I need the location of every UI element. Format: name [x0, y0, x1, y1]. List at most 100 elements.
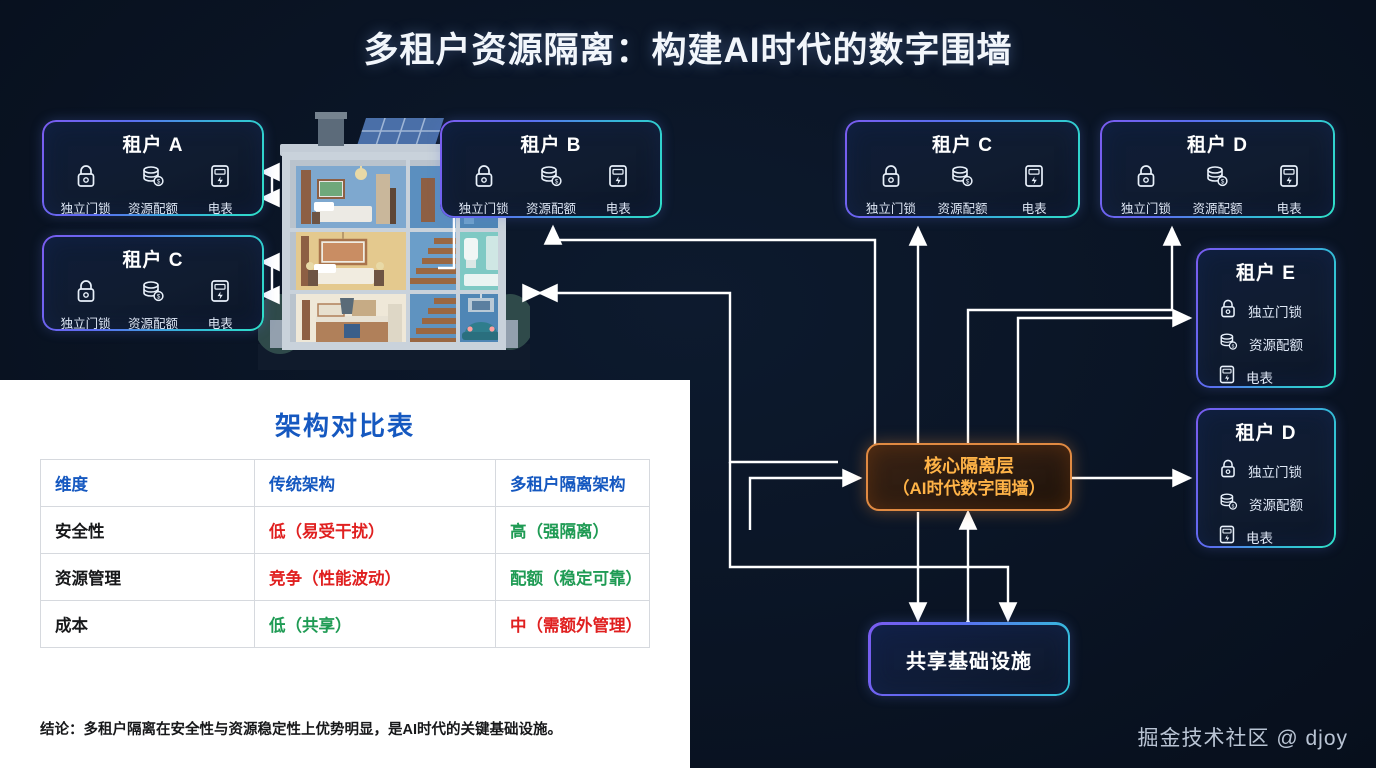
- tenant-card-e[interactable]: 租户 E 独立门锁 $ 资源配额 电表: [1196, 248, 1336, 388]
- tenant-name: 租户 E: [1236, 263, 1296, 284]
- tenant-card-d-bottom[interactable]: 租户 D 独立门锁 $ 资源配额 电表: [1196, 408, 1336, 548]
- tenant-card-b[interactable]: 租户 B 独立门锁 $ 资源配额 电表: [440, 120, 662, 218]
- tenant-card-d-top[interactable]: 租户 D 独立门锁 $ 资源配额 电表: [1100, 120, 1335, 218]
- cell-isolated: 配额（稳定可靠）: [495, 553, 650, 601]
- table-row: 成本 低（共享） 中（需额外管理）: [40, 600, 650, 648]
- feature-lock: 独立门锁: [1218, 458, 1336, 484]
- column-header-isolated: 多租户隔离架构: [495, 459, 650, 507]
- column-header-dimension: 维度: [40, 459, 255, 507]
- feature-label: 电表: [1246, 531, 1273, 546]
- feature-row: 独立门锁 $ 资源配额 电表: [845, 157, 1080, 217]
- svg-text:$: $: [157, 295, 161, 301]
- cell-isolated: 中（需额外管理）: [495, 600, 650, 648]
- feature-row: 独立门锁 $ 资源配额 电表: [1100, 157, 1335, 217]
- table-header-row: 维度 传统架构 多租户隔离架构: [40, 459, 650, 507]
- feature-quota: $ 资源配额: [121, 278, 185, 332]
- feature-quota: $ 资源配额: [930, 163, 994, 217]
- lock-icon: [1218, 458, 1238, 484]
- feature-label: 电表: [605, 202, 631, 216]
- tenant-name: 租户 C: [122, 250, 184, 271]
- feature-label: 电表: [207, 202, 233, 216]
- database-quota-icon: $: [1218, 331, 1239, 357]
- feature-row: 独立门锁 $ 资源配额 电表: [440, 157, 662, 217]
- electric-meter-icon: [209, 163, 231, 194]
- feature-label: 独立门锁: [1120, 202, 1171, 216]
- lock-icon: [74, 163, 98, 194]
- feature-lock: 独立门锁: [54, 163, 118, 217]
- feature-lock: 独立门锁: [1218, 298, 1336, 324]
- architecture-comparison-table: 维度 传统架构 多租户隔离架构 安全性 低（易受干扰） 高（强隔离） 资源管理 …: [40, 459, 650, 648]
- comparison-panel: 架构对比表 维度 传统架构 多租户隔离架构 安全性 低（易受干扰） 高（强隔离）…: [0, 380, 690, 768]
- database-quota-icon: $: [1204, 163, 1230, 194]
- svg-text:$: $: [1232, 504, 1235, 510]
- electric-meter-icon: [1218, 364, 1236, 390]
- column-header-traditional: 传统架构: [254, 459, 496, 507]
- svg-text:$: $: [966, 180, 970, 186]
- feature-quota: $ 资源配额: [519, 163, 583, 217]
- feature-label: 资源配额: [1192, 202, 1243, 216]
- feature-meter: 电表: [1002, 163, 1066, 217]
- feature-label: 资源配额: [127, 202, 178, 216]
- feature-quota: $ 资源配额: [1185, 163, 1249, 217]
- feature-label: 独立门锁: [1248, 465, 1302, 480]
- feature-label: 电表: [1276, 202, 1302, 216]
- cell-traditional: 低（共享）: [254, 600, 496, 648]
- feature-label: 独立门锁: [60, 202, 111, 216]
- feature-lock: 独立门锁: [452, 163, 516, 217]
- feature-row: 独立门锁 $ 资源配额 电表: [42, 272, 264, 332]
- feature-column: 独立门锁 $ 资源配额 电表: [1196, 285, 1336, 390]
- conclusion-text: 结论：多租户隔离在安全性与资源稳定性上优势明显，是AI时代的关键基础设施。: [40, 722, 562, 738]
- cell-traditional: 竞争（性能波动）: [254, 553, 496, 601]
- feature-label: 独立门锁: [1248, 305, 1302, 320]
- cell-dimension: 成本: [40, 600, 255, 648]
- feature-label: 资源配额: [1249, 498, 1303, 513]
- shared-infrastructure-node[interactable]: 共享基础设施: [868, 622, 1070, 696]
- cell-dimension: 资源管理: [40, 553, 255, 601]
- database-quota-icon: $: [140, 278, 166, 309]
- tenant-name: 租户 D: [1186, 135, 1248, 156]
- tenant-name: 租户 D: [1235, 423, 1297, 444]
- core-line-1: 核心隔离层: [924, 456, 1014, 477]
- feature-quota: $ 资源配额: [121, 163, 185, 217]
- feature-meter: 电表: [188, 278, 252, 332]
- tenant-card-a[interactable]: 租户 A 独立门锁 $ 资源配额 电表: [42, 120, 264, 216]
- tenant-card-c-right[interactable]: 租户 C 独立门锁 $ 资源配额 电表: [845, 120, 1080, 218]
- svg-text:$: $: [157, 180, 161, 186]
- feature-label: 资源配额: [1249, 338, 1303, 353]
- lock-icon: [1218, 298, 1238, 324]
- cell-traditional: 低（易受干扰）: [254, 506, 496, 554]
- feature-label: 资源配额: [525, 202, 576, 216]
- feature-label: 电表: [1246, 371, 1273, 386]
- feature-label: 资源配额: [937, 202, 988, 216]
- cell-dimension: 安全性: [40, 506, 255, 554]
- tenant-card-c-left[interactable]: 租户 C 独立门锁 $ 资源配额 电表: [42, 235, 264, 331]
- feature-meter: 电表: [1218, 364, 1336, 390]
- tenant-name: 租户 A: [122, 135, 184, 156]
- feature-lock: 独立门锁: [1114, 163, 1178, 217]
- cell-isolated: 高（强隔离）: [495, 506, 650, 554]
- lock-icon: [1134, 163, 1158, 194]
- core-line-2: （AI时代数字围墙）: [892, 478, 1046, 498]
- table-row: 资源管理 竞争（性能波动） 配额（稳定可靠）: [40, 553, 650, 601]
- feature-label: 电表: [1021, 202, 1047, 216]
- feature-label: 独立门锁: [865, 202, 916, 216]
- database-quota-icon: $: [538, 163, 564, 194]
- feature-row: 独立门锁 $ 资源配额 电表: [42, 157, 264, 217]
- lock-icon: [472, 163, 496, 194]
- electric-meter-icon: [209, 278, 231, 309]
- core-isolation-layer[interactable]: 核心隔离层 （AI时代数字围墙）: [866, 443, 1072, 511]
- svg-text:$: $: [1232, 344, 1235, 350]
- lock-icon: [879, 163, 903, 194]
- electric-meter-icon: [1218, 524, 1236, 550]
- electric-meter-icon: [607, 163, 629, 194]
- feature-quota: $ 资源配额: [1218, 491, 1336, 517]
- table-heading: 架构对比表: [274, 411, 415, 441]
- svg-text:$: $: [1221, 180, 1225, 186]
- feature-label: 独立门锁: [60, 317, 111, 331]
- feature-lock: 独立门锁: [54, 278, 118, 332]
- tenant-name: 租户 B: [520, 135, 582, 156]
- electric-meter-icon: [1023, 163, 1045, 194]
- page-title: 多租户资源隔离：构建AI时代的数字围墙: [363, 31, 1013, 70]
- feature-label: 电表: [207, 317, 233, 331]
